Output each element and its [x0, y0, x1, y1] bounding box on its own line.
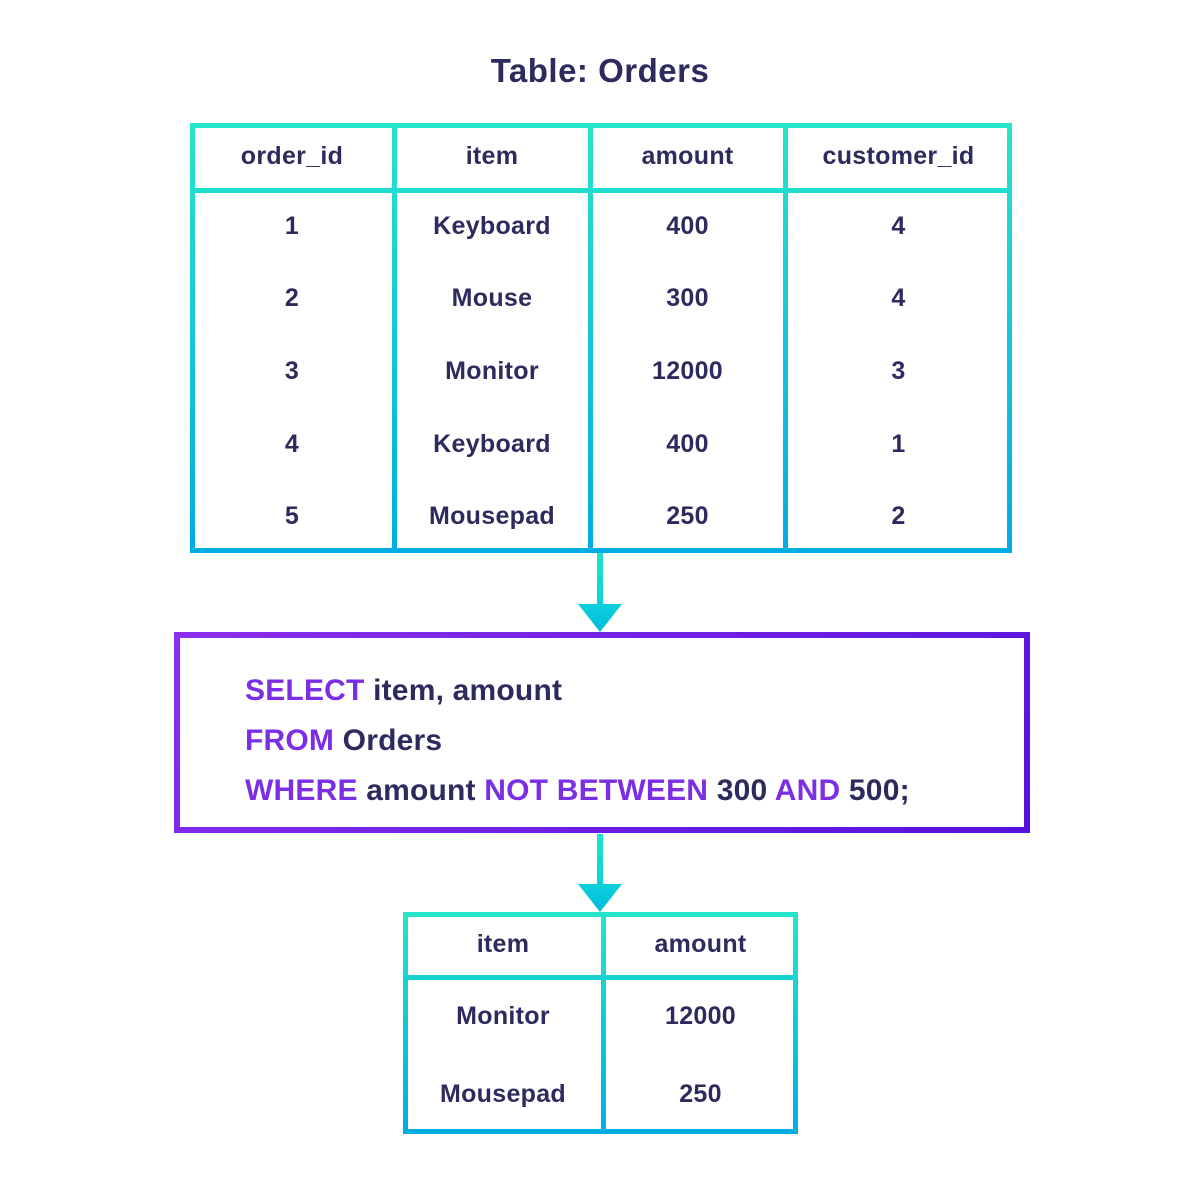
sql-keyword-select: SELECT [245, 674, 365, 707]
result-cell-r2-amount: 250 [679, 1080, 722, 1109]
result-cell-r1-amount: 12000 [664, 1001, 737, 1030]
sql-between-low: 300 [708, 774, 775, 807]
orders-table: order_id item amount customer_id 1 Keybo… [190, 123, 1012, 553]
sql-keyword-where: WHERE [245, 774, 358, 807]
orders-cell-r2-item: Mouse [451, 284, 533, 313]
result-column-divider [601, 912, 606, 1134]
result-cell-r1-item: Monitor [456, 1001, 550, 1030]
orders-header-amount: amount [641, 142, 734, 170]
orders-cell-r4-customer-id: 1 [891, 429, 906, 458]
result-header-divider [403, 975, 798, 980]
flow-arrow-1 [578, 553, 622, 632]
orders-cell-r3-customer-id: 3 [891, 356, 906, 385]
orders-cell-r4-order-id: 4 [284, 429, 300, 458]
orders-header-customer-id: customer_id [822, 142, 975, 170]
sql-keyword-from: FROM [245, 724, 335, 757]
orders-cell-r2-order-id: 2 [284, 284, 300, 313]
orders-header-order-id: order_id [240, 142, 344, 170]
orders-cell-r3-order-id: 3 [284, 356, 300, 385]
orders-cell-r4-amount: 400 [666, 429, 709, 458]
sql-line-where: WHERE amount NOT BETWEEN 300 AND 500; [245, 766, 1014, 816]
orders-cell-r3-amount: 12000 [651, 356, 724, 385]
result-cell-r2-item: Mousepad [439, 1080, 567, 1109]
sql-query-box: SELECT item, amount FROM Orders WHERE am… [174, 632, 1030, 833]
flow-arrow-2 [578, 834, 622, 912]
orders-cell-r1-amount: 400 [666, 211, 709, 240]
orders-cell-r1-order-id: 1 [284, 211, 300, 240]
sql-between-high: 500; [840, 774, 910, 807]
orders-cell-r4-item: Keyboard [433, 429, 551, 458]
arrow-stem [597, 553, 603, 606]
sql-select-columns: item, amount [364, 674, 563, 707]
orders-header-divider [190, 188, 1012, 193]
sql-keyword-not-between: NOT BETWEEN [484, 774, 709, 807]
arrow-down-icon [578, 604, 622, 632]
orders-cell-r5-amount: 250 [666, 502, 709, 531]
orders-cell-r2-customer-id: 4 [891, 284, 906, 313]
sql-line-select: SELECT item, amount [245, 666, 1014, 716]
arrow-down-icon [578, 884, 622, 912]
orders-cell-r1-item: Keyboard [433, 211, 551, 240]
arrow-stem [597, 834, 603, 886]
orders-header-item: item [465, 142, 519, 170]
orders-cell-r2-amount: 300 [666, 284, 709, 313]
orders-cell-r5-customer-id: 2 [891, 502, 906, 531]
sql-from-table: Orders [334, 724, 443, 757]
result-header-item: item [476, 930, 530, 958]
orders-cell-r1-customer-id: 4 [891, 211, 906, 240]
result-header-amount: amount [654, 930, 747, 958]
orders-cell-r5-order-id: 5 [284, 502, 300, 531]
orders-cell-r3-item: Monitor [445, 356, 539, 385]
sql-line-from: FROM Orders [245, 716, 1014, 766]
sql-where-column: amount [357, 774, 485, 807]
orders-cell-r5-item: Mousepad [428, 502, 556, 531]
diagram-title: Table: Orders [490, 52, 710, 89]
sql-keyword-and: AND [774, 774, 841, 807]
result-table: item amount Monitor 12000 Mousepad 250 [403, 912, 798, 1134]
